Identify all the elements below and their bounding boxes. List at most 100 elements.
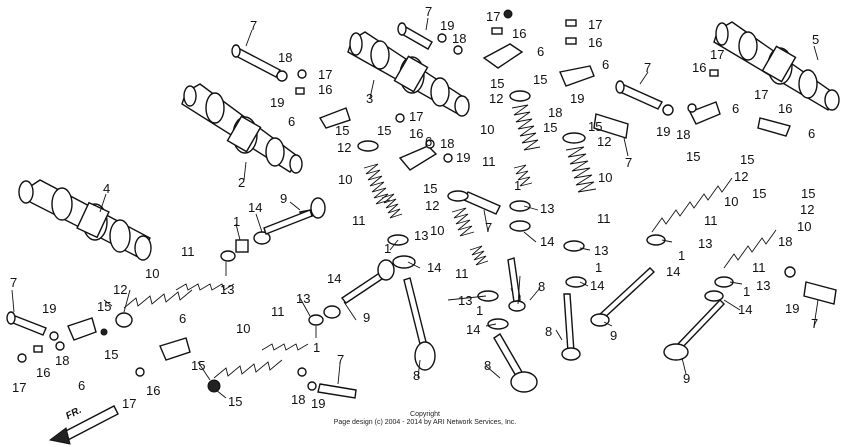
callout-1: 1 [514, 178, 521, 193]
leader-lines [11, 17, 819, 399]
callout-19: 19 [311, 396, 325, 411]
callout-12: 12 [425, 198, 439, 213]
callout-15: 15 [686, 149, 700, 164]
callout-4: 4 [103, 181, 110, 196]
callout-13: 13 [458, 293, 472, 308]
callout-18: 18 [278, 50, 292, 65]
callout-13: 13 [756, 278, 770, 293]
callout-15: 15 [335, 123, 349, 138]
front-direction-arrow [48, 405, 119, 445]
camshaft-2 [181, 83, 303, 174]
callout-12: 12 [113, 282, 127, 297]
callout-3: 3 [366, 91, 373, 106]
callout-15: 15 [97, 299, 111, 314]
callout-11: 11 [482, 154, 496, 169]
callout-17: 17 [588, 17, 602, 32]
callout-18: 18 [676, 127, 690, 142]
callout-1: 1 [313, 340, 320, 355]
callout-15: 15 [377, 123, 391, 138]
callout-16: 16 [318, 82, 332, 97]
callout-15: 15 [533, 72, 547, 87]
callout-12: 12 [597, 134, 611, 149]
callout-11: 11 [704, 213, 718, 228]
callout-1: 1 [595, 260, 602, 275]
callout-15: 15 [543, 120, 557, 135]
callout-16: 16 [409, 126, 423, 141]
callout-9: 9 [683, 371, 690, 386]
callout-15: 15 [191, 358, 205, 373]
callout-16: 16 [778, 101, 792, 116]
callout-6: 6 [602, 57, 609, 72]
callout-13: 13 [540, 201, 554, 216]
callout-1: 1 [743, 284, 750, 299]
callout-11: 11 [455, 266, 469, 281]
callout-6: 6 [537, 44, 544, 59]
callout-6: 6 [808, 126, 815, 141]
callout-9: 9 [610, 328, 617, 343]
callout-15: 15 [104, 347, 118, 362]
callout-1: 1 [678, 248, 685, 263]
callout-15: 15 [228, 394, 242, 409]
callout-11: 11 [352, 213, 366, 228]
callout-13: 13 [698, 236, 712, 251]
callout-7: 7 [644, 60, 651, 75]
callout-12: 12 [337, 140, 351, 155]
callout-16: 16 [36, 365, 50, 380]
retainers-and-seats [115, 90, 734, 393]
camshaft-5 [713, 21, 840, 111]
rocker-arms [67, 43, 791, 361]
callout-6: 6 [288, 114, 295, 129]
callout-16: 16 [588, 35, 602, 50]
callout-14: 14 [466, 322, 480, 337]
callout-17: 17 [710, 47, 724, 62]
callout-13: 13 [594, 243, 608, 258]
callout-10: 10 [145, 266, 159, 281]
callout-19: 19 [785, 301, 799, 316]
callout-19: 19 [656, 124, 670, 139]
rocker-shafts [6, 22, 837, 399]
callout-16: 16 [146, 383, 160, 398]
callout-14: 14 [666, 264, 680, 279]
callout-16: 16 [692, 60, 706, 75]
callout-14: 14 [738, 302, 752, 317]
callout-15: 15 [752, 186, 766, 201]
copyright-label: Copyright [410, 411, 440, 418]
callout-7: 7 [811, 316, 818, 331]
callout-8: 8 [545, 324, 552, 339]
callout-17: 17 [12, 380, 26, 395]
callout-12: 12 [800, 202, 814, 217]
callout-15: 15 [740, 152, 754, 167]
callout-15: 15 [801, 186, 815, 201]
callout-1: 1 [476, 303, 483, 318]
callout-19: 19 [440, 18, 454, 33]
callout-11: 11 [181, 244, 195, 259]
callout-5: 5 [812, 32, 819, 47]
callout-8: 8 [484, 358, 491, 373]
callout-13: 13 [414, 228, 428, 243]
callout-18: 18 [778, 234, 792, 249]
callout-10: 10 [236, 321, 250, 336]
callout-14: 14 [540, 234, 554, 249]
callout-1: 1 [233, 214, 240, 229]
callout-7: 7 [337, 352, 344, 367]
callout-9: 9 [363, 310, 370, 325]
callout-11: 11 [752, 260, 766, 275]
callout-10: 10 [724, 194, 738, 209]
callout-19: 19 [570, 91, 584, 106]
small-fasteners [17, 9, 796, 391]
callout-12: 12 [489, 91, 503, 106]
callout-10: 10 [430, 223, 444, 238]
callout-7: 7 [425, 4, 432, 19]
callout-14: 14 [248, 200, 262, 215]
callout-16: 16 [512, 26, 526, 41]
callout-15: 15 [490, 76, 504, 91]
callout-12: 12 [734, 169, 748, 184]
callout-17: 17 [754, 87, 768, 102]
callout-17: 17 [122, 396, 136, 411]
callout-numbers: 1 1 1 1 1 1 1 1 2 3 4 5 6 6 6 6 6 6 6 6 … [10, 4, 819, 411]
callout-18: 18 [55, 353, 69, 368]
valves [263, 197, 725, 393]
callout-7: 7 [625, 155, 632, 170]
callout-15: 15 [588, 119, 602, 134]
callout-17: 17 [486, 9, 500, 24]
